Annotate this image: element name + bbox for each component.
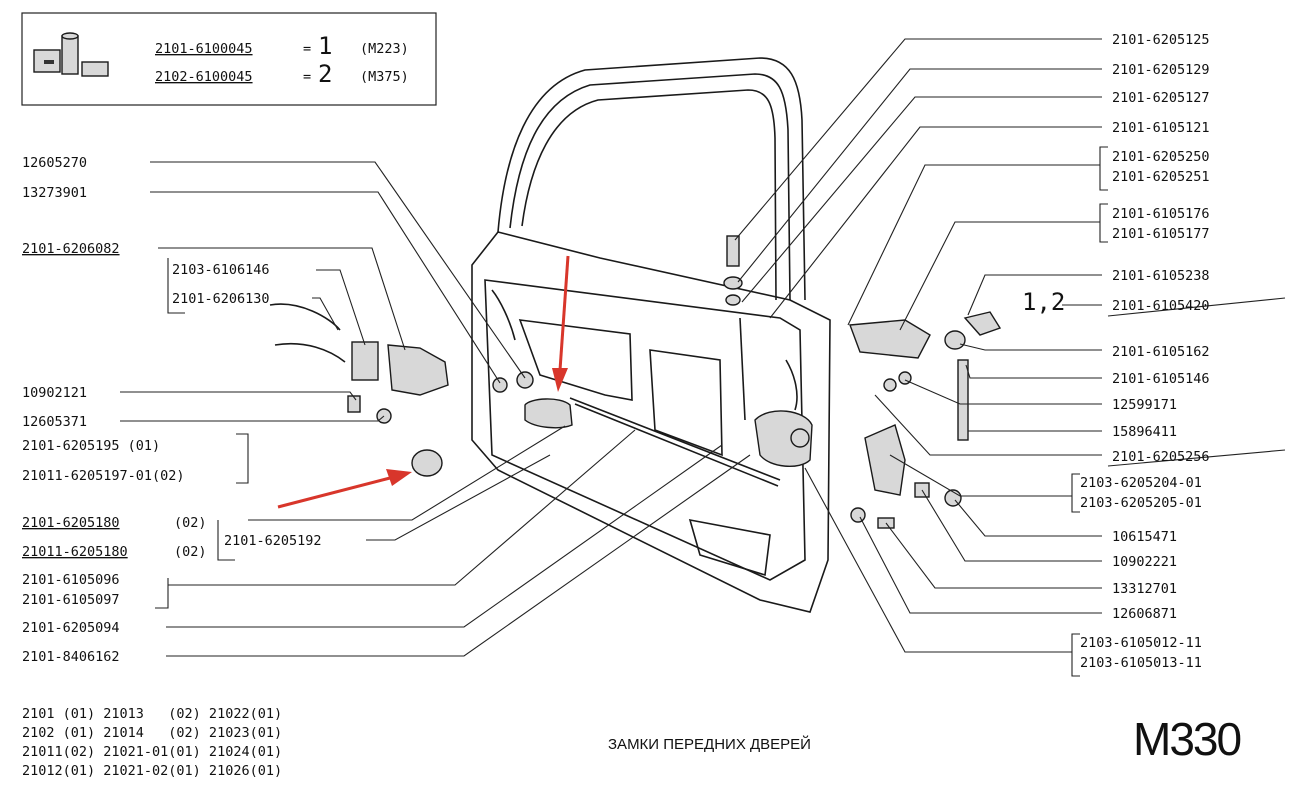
applicability-row: 2102 (01) 21014 (02) 21023(01) — [22, 725, 282, 741]
legend-eq-2: = — [303, 69, 311, 85]
label-2103-6105012-11: 2103-6105012-11 — [1080, 635, 1202, 651]
label-2101-8406162: 2101-8406162 — [22, 649, 120, 665]
applicability-row: 21011(02) 21021-01(01) 21024(01) — [22, 744, 282, 760]
label-12606871: 12606871 — [1112, 606, 1177, 622]
label-21011-6205180-suffix: (02) — [174, 544, 207, 560]
label-2101-6105096: 2101-6105096 — [22, 572, 120, 588]
label-12605371: 12605371 — [22, 414, 87, 430]
labels-left: 12605270 13273901 2101-6206082 2103-6106… — [22, 155, 322, 665]
label-2101-6105420: 2101-6105420 — [1112, 298, 1210, 314]
label-2101-6205180-suffix: (02) — [174, 515, 207, 531]
label-13312701: 13312701 — [1112, 581, 1177, 597]
label-2101-6205180: 2101-6205180 — [22, 515, 120, 531]
door-drawing — [269, 57, 1002, 613]
label-10615471: 10615471 — [1112, 529, 1177, 545]
label-note-1-2: 1,2 — [1022, 288, 1065, 316]
highlight-arrows — [277, 255, 570, 509]
label-2101-6205251: 2101-6205251 — [1112, 169, 1210, 185]
leader-lines-right — [734, 38, 1286, 677]
legend-code-1: (M223) — [360, 41, 409, 57]
lock-kit-icon — [33, 32, 109, 77]
label-2101-6205129: 2101-6205129 — [1112, 62, 1210, 78]
label-10902221: 10902221 — [1112, 554, 1177, 570]
legend-part-1: 2101-6100045 — [155, 41, 253, 57]
legend-code-2: (M375) — [360, 69, 409, 85]
label-2101-6206082: 2101-6206082 — [22, 241, 120, 257]
applicability-row: 21012(01) 21021-02(01) 21026(01) — [22, 763, 282, 779]
legend-num-1: 1 — [318, 32, 332, 60]
label-2101-6205192: 2101-6205192 — [224, 533, 322, 549]
label-2103-6105013-11: 2103-6105013-11 — [1080, 655, 1202, 671]
label-2101-6205125: 2101-6205125 — [1112, 32, 1210, 48]
legend-num-2: 2 — [318, 60, 332, 88]
label-2101-6105177: 2101-6105177 — [1112, 226, 1210, 242]
label-2101-6205127: 2101-6205127 — [1112, 90, 1210, 106]
legend-eq-1: = — [303, 41, 311, 57]
legend-part-2: 2102-6100045 — [155, 69, 253, 85]
label-10902121: 10902121 — [22, 385, 87, 401]
label-2101-6105121: 2101-6105121 — [1112, 120, 1210, 136]
label-2101-6205256: 2101-6205256 — [1112, 449, 1210, 465]
label-2101-6205250: 2101-6205250 — [1112, 149, 1210, 165]
label-12599171: 12599171 — [1112, 397, 1177, 413]
sheet-number: M330 — [1133, 713, 1240, 765]
leader-lines-left — [120, 161, 751, 657]
label-2101-6105176: 2101-6105176 — [1112, 206, 1210, 222]
label-2101-6105162: 2101-6105162 — [1112, 344, 1210, 360]
label-15896411: 15896411 — [1112, 424, 1177, 440]
label-2101-6105146: 2101-6105146 — [1112, 371, 1210, 387]
labels-right: 2101-6205125 2101-6205129 2101-6205127 2… — [1022, 32, 1210, 671]
label-2101-6205094: 2101-6205094 — [22, 620, 120, 636]
legend-box: 2101-6100045 = 1 (M223) 2102-6100045 = 2… — [21, 12, 437, 106]
label-2101-6205195: 2101-6205195 (01) — [22, 438, 160, 454]
label-2103-6205204-01: 2103-6205204-01 — [1080, 475, 1202, 491]
applicability-row: 2101 (01) 21013 (02) 21022(01) — [22, 706, 282, 722]
label-2101-6105238: 2101-6105238 — [1112, 268, 1210, 284]
label-21011-6205197-01: 21011-6205197-01(02) — [22, 468, 185, 484]
label-2103-6106146: 2103-6106146 — [172, 262, 270, 278]
label-13273901: 13273901 — [22, 185, 87, 201]
applicability-table: 2101 (01) 21013 (02) 21022(01) 2102 (01)… — [22, 706, 282, 779]
label-2103-6205205-01: 2103-6205205-01 — [1080, 495, 1202, 511]
label-2101-6105097: 2101-6105097 — [22, 592, 120, 608]
page-title: ЗАМКИ ПЕРЕДНИХ ДВЕРЕЙ — [608, 735, 811, 753]
label-2101-6206130: 2101-6206130 — [172, 291, 270, 307]
label-21011-6205180: 21011-6205180 — [22, 544, 128, 560]
label-12605270: 12605270 — [22, 155, 87, 171]
